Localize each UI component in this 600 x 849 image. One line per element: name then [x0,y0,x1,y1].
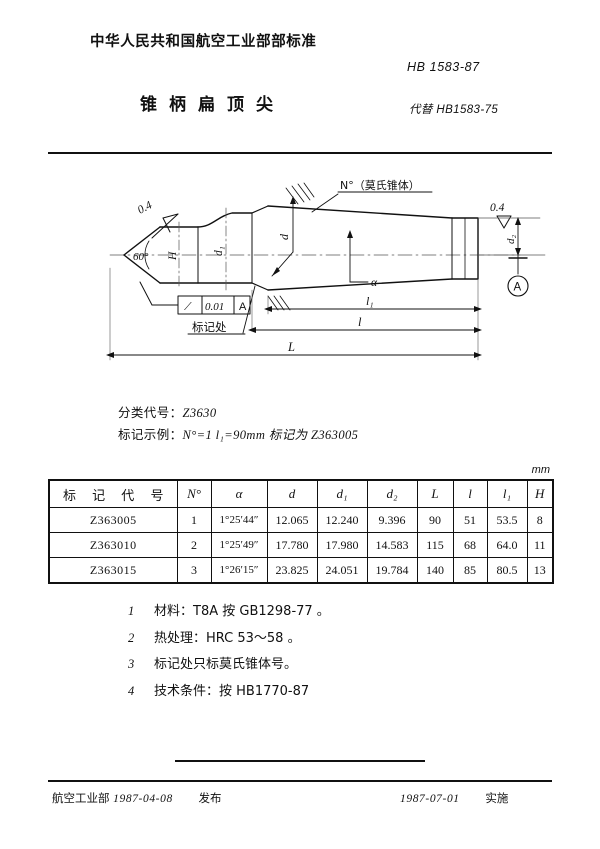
col-header-number: N° [176,480,212,508]
cell-alpha: 1°25′44″ [210,507,268,533]
classification-code-line: 分类代号：Z3630 [118,402,216,421]
cell-number: 2 [176,532,212,558]
note-number: 2 [128,630,135,645]
footer-short-divider [175,760,425,762]
table-row: Z363005 1 1°25′44″ 12.065 12.240 9.396 9… [48,507,554,533]
gdt-datum-label: A [239,301,247,313]
dim-l-label: l [358,315,362,329]
dim-H-label: H [167,251,179,261]
angle-60-label: 60° [133,251,149,263]
cell-d2: 19.784 [366,557,418,584]
dim-L-label: L [287,340,295,354]
cell-l1: 53.5 [486,507,528,533]
note-number: 3 [128,657,135,671]
col-header-mark-code: 标 记 代 号 [48,480,178,508]
cell-L: 115 [416,532,454,558]
cell-d1: 24.051 [316,557,368,584]
cell-l: 51 [452,507,488,533]
marking-example-value: N°=1 l₁=90mm 标记为 Z363005 [182,428,359,442]
col-header-d1: d₁ [316,480,368,508]
col-header-d2: d₂ [366,480,418,508]
footer-issue: 航空工业部 1987-04-08 发布 [52,790,221,806]
cell-d: 17.780 [266,532,318,558]
header-divider [48,152,552,155]
col-header-L: L [416,480,454,508]
marking-example-label: 标记示例： [118,427,183,442]
footer-divider [48,780,552,782]
cell-L: 140 [416,557,454,584]
footer-issuer: 航空工业部 [52,791,110,805]
note-item: 2 热处理：HRC 53～58 。 [128,627,330,646]
cell-H: 8 [526,507,554,533]
notes-list: 1 材料：T8A 按 GB1298-77 。 2 热处理：HRC 53～58 。… [128,600,330,706]
col-header-d: d [266,480,318,508]
footer-effective-action: 实施 [485,791,509,805]
note-text: 技术条件：按 HB1770-87 [154,683,310,699]
cell-number: 1 [176,507,212,533]
note-text: 热处理：HRC 53～58 。 [154,630,301,646]
table-row: Z363010 2 1°25′49″ 17.780 17.980 14.583 … [48,532,554,558]
replaces-note: 代替 HB1583-75 [409,104,499,116]
technical-drawing: 60° 0.4 0.4 N°（莫氏锥体） H [0,178,600,378]
dim-d2-label: d₂ [505,235,517,245]
classification-value: Z3630 [182,406,217,420]
cell-d1: 17.980 [316,532,368,558]
col-header-alpha: α [210,480,268,508]
note-number: 4 [128,683,135,698]
ministry-heading: 中华人民共和国航空工业部部标准 [90,34,317,50]
marking-example-line: 标记示例：N°=1 l₁=90mm 标记为 Z363005 [118,424,358,443]
note-item: 3 标记处只标莫氏锥体号。 [128,653,330,672]
cell-l1: 64.0 [486,532,528,558]
table-unit-label: mm [531,464,550,476]
note-item: 1 材料：T8A 按 GB1298-77 。 [128,600,330,619]
dim-alpha-label: α [371,277,378,289]
dim-d1-label: d₁ [213,246,225,256]
cell-d1: 12.240 [316,507,368,533]
morse-taper-label: N°（莫氏锥体） [340,178,420,192]
standard-number: HB 1583-87 [407,60,480,74]
cell-mark-code: Z363010 [48,532,178,558]
note-text: 材料：T8A 按 GB1298-77 。 [154,604,330,619]
footer-issue-date: 1987-04-08 [113,793,173,805]
page-title: 锥柄扁顶尖 [140,95,285,115]
cell-H: 13 [526,557,554,584]
note-text: 标记处只标莫氏锥体号。 [154,657,298,672]
classification-label: 分类代号： [118,405,183,420]
cell-l1: 80.5 [486,557,528,584]
cell-alpha: 1°26′15″ [210,557,268,584]
cell-d2: 14.583 [366,532,418,558]
col-header-l: l [452,480,488,508]
dim-l1-label: l₁ [366,294,374,308]
gdt-symbol-label: ⟋ [184,301,192,313]
dim-d-label: d [277,233,291,240]
note-number: 1 [128,604,135,618]
cell-number: 3 [176,557,212,584]
table-header-row: 标 记 代 号 N° α d d₁ d₂ L l l₁ H [48,480,554,508]
note-item: 4 技术条件：按 HB1770-87 [128,680,330,699]
cell-H: 11 [526,532,554,558]
gdt-tolerance-label: 0.01 [205,301,224,313]
table-row: Z363015 3 1°26′15″ 23.825 24.051 19.784 … [48,557,554,584]
cell-alpha: 1°25′49″ [210,532,268,558]
cell-l: 85 [452,557,488,584]
spec-table: 标 记 代 号 N° α d d₁ d₂ L l l₁ H Z363005 1 … [48,479,554,584]
footer-effective-date: 1987-07-01 [400,793,460,805]
cell-d: 23.825 [266,557,318,584]
cell-d2: 9.396 [366,507,418,533]
cell-L: 90 [416,507,454,533]
cell-l: 68 [452,532,488,558]
surface-finish-left-label: 0.4 [136,199,155,216]
surface-finish-right-label: 0.4 [490,202,505,214]
footer-effective: 1987-07-01 实施 [400,790,508,806]
cell-mark-code: Z363005 [48,507,178,533]
mark-location-label: 标记处 [192,320,227,334]
col-header-H: H [526,480,554,508]
footer-issue-action: 发布 [198,791,222,805]
cell-d: 12.065 [266,507,318,533]
datum-A-label: A [514,282,522,294]
col-header-l1: l₁ [486,480,528,508]
cell-mark-code: Z363015 [48,557,178,584]
